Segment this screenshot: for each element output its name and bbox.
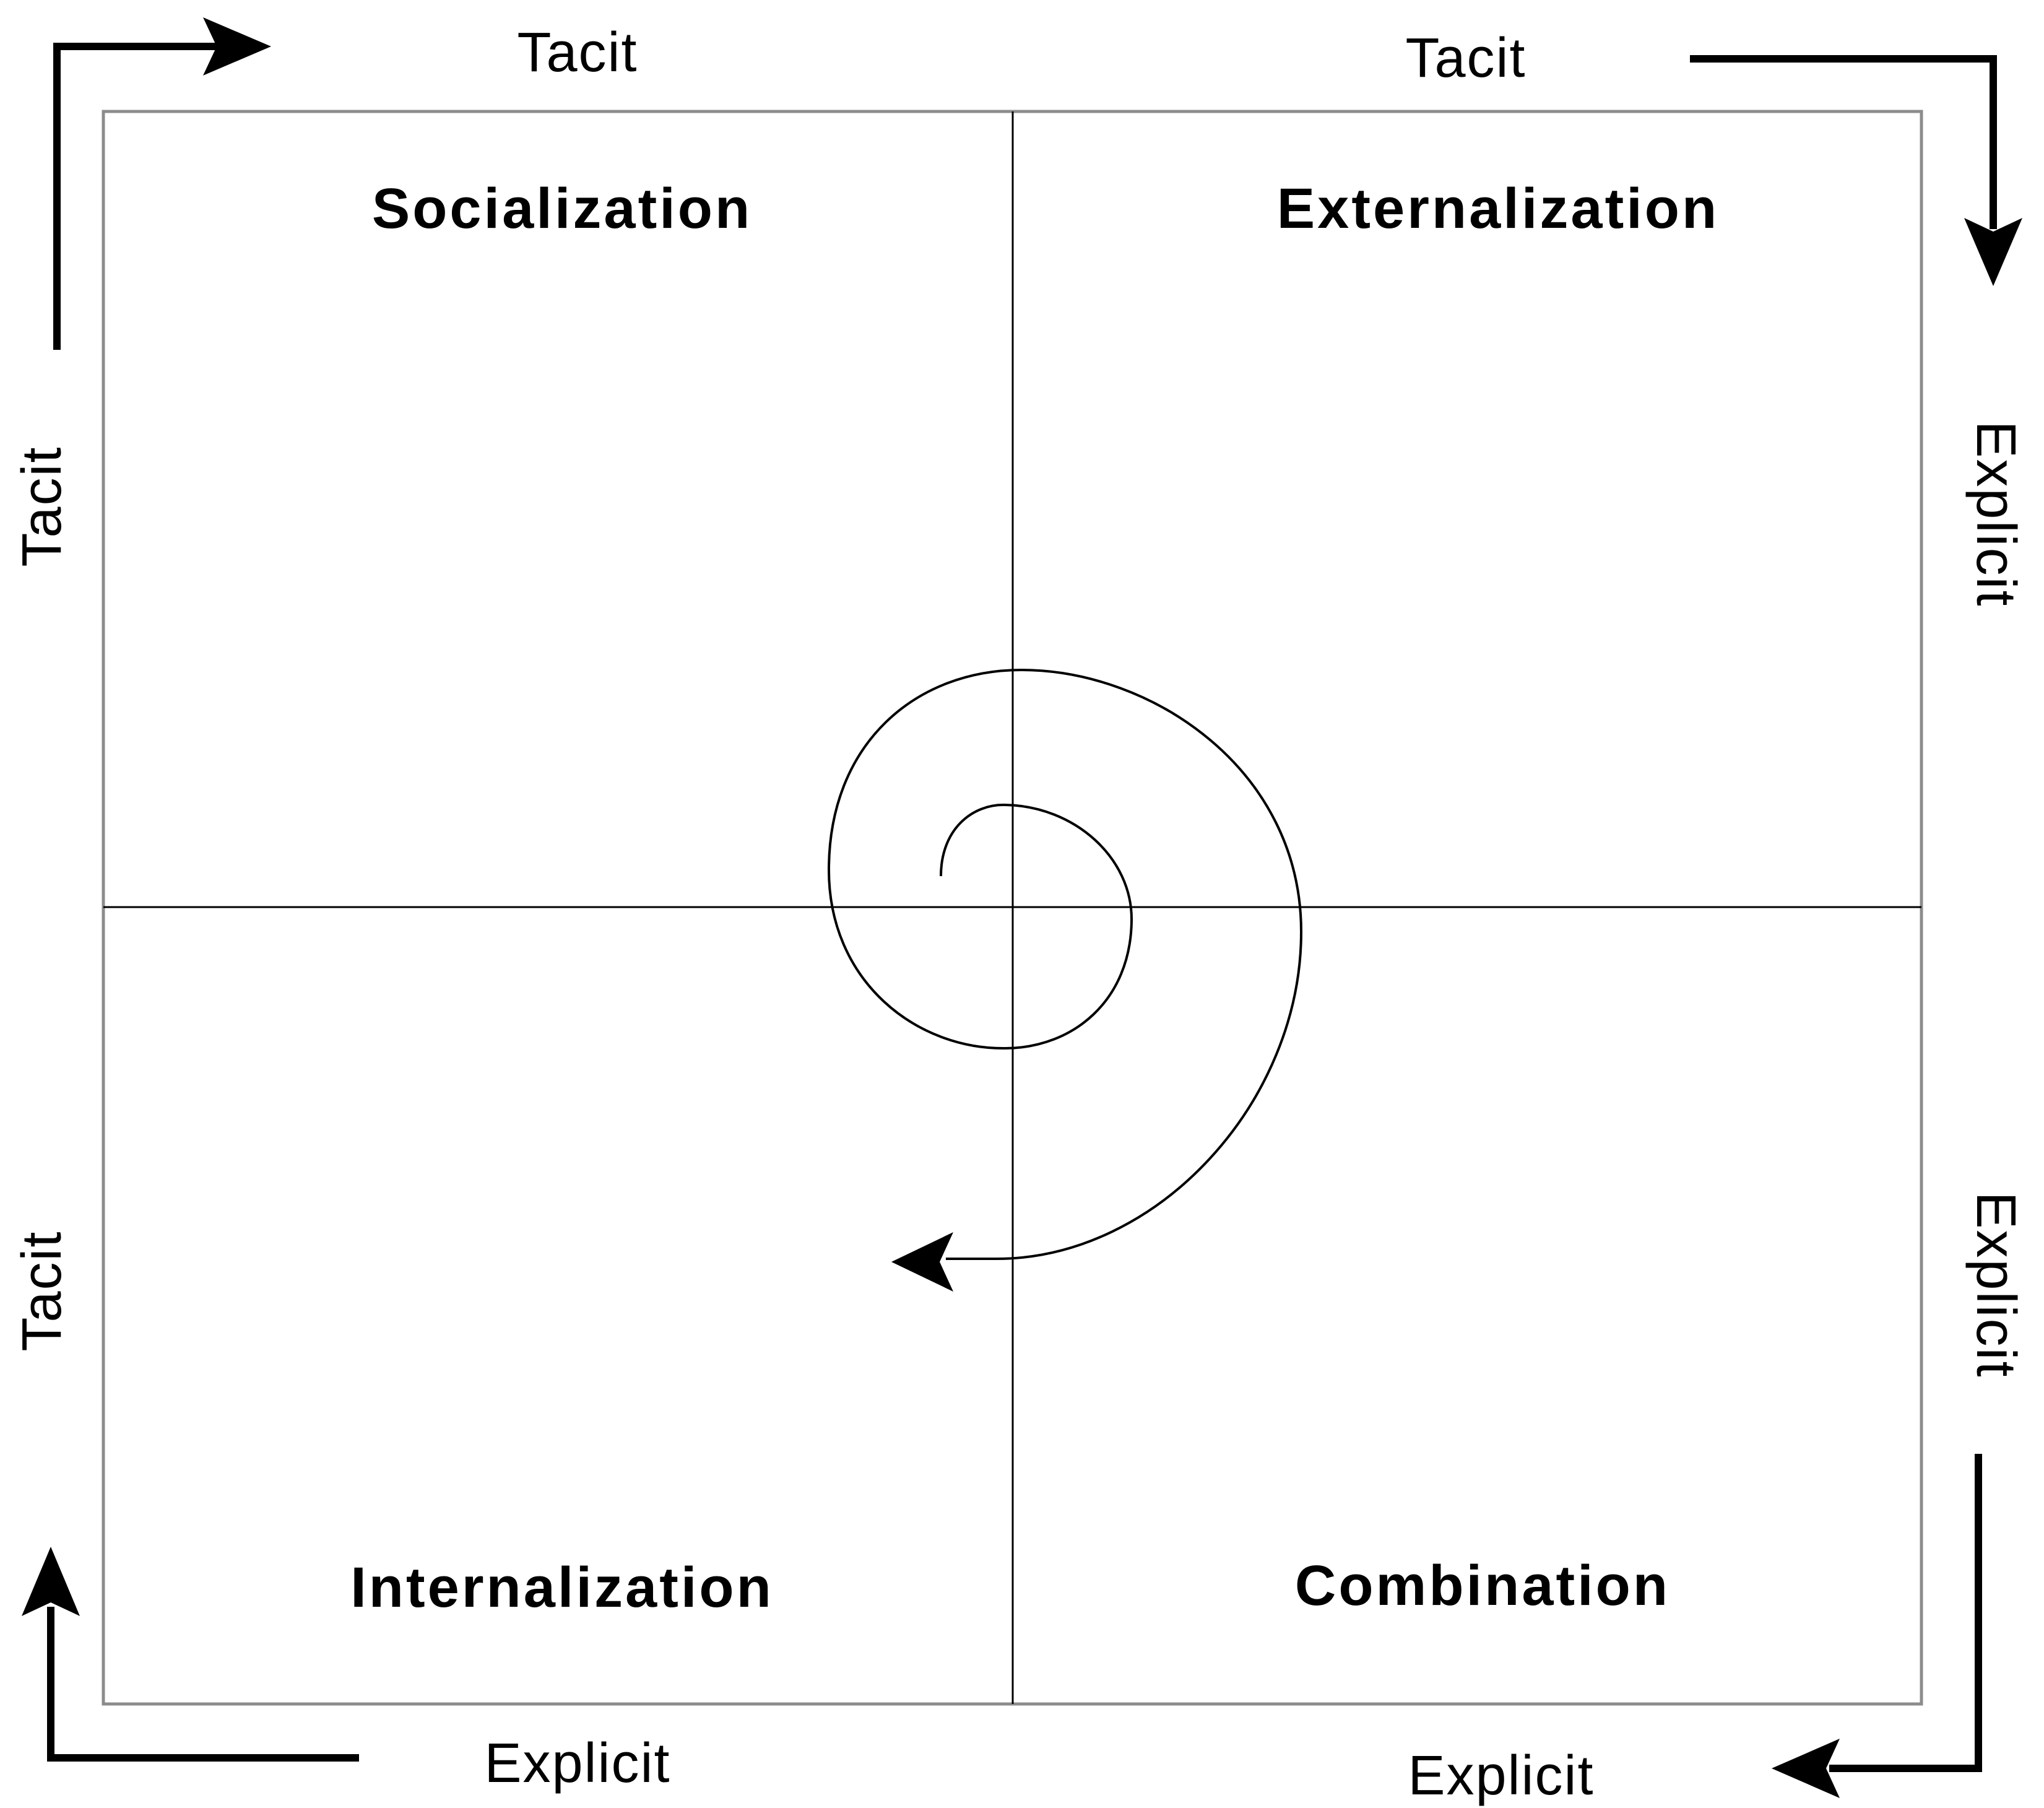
knowledge-spiral bbox=[827, 668, 1303, 1260]
quadrant-label-socialization: Socialization bbox=[372, 177, 752, 240]
corner-arrow-top-left bbox=[53, 17, 271, 350]
quadrant-label-combination: Combination bbox=[1295, 1554, 1670, 1617]
axis-label-bottom-right: Explicit bbox=[1408, 1745, 1594, 1807]
corner-arrow-top-right bbox=[1690, 55, 2022, 286]
spiral-arrowhead bbox=[891, 1232, 953, 1292]
axis-label-top-right: Tacit bbox=[1405, 27, 1526, 89]
quadrant-label-externalization: Externalization bbox=[1277, 177, 1719, 240]
corner-arrow-bottom-left bbox=[22, 1547, 359, 1762]
axis-label-left-upper: Tacit bbox=[11, 446, 73, 567]
corner-arrow-bottom-right bbox=[1772, 1454, 1982, 1798]
axis-label-top-left: Tacit bbox=[517, 22, 638, 84]
axis-label-right-upper: Explicit bbox=[1965, 420, 2027, 607]
quadrant-label-internalization: Internalization bbox=[350, 1556, 774, 1619]
axis-label-bottom-left: Explicit bbox=[484, 1732, 670, 1794]
axis-label-right-lower: Explicit bbox=[1965, 1191, 2027, 1378]
axis-label-left-lower: Tacit bbox=[11, 1230, 73, 1351]
